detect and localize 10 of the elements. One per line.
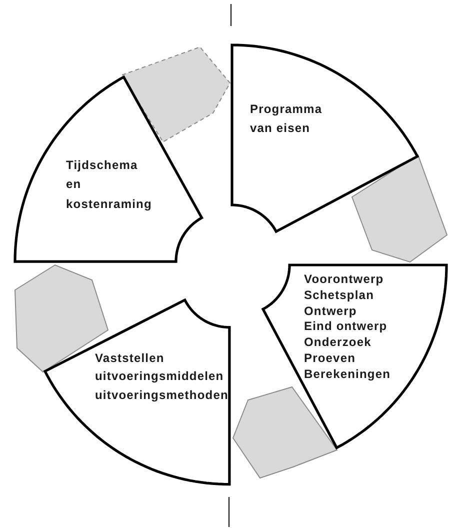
list-item: Berekeningen	[304, 366, 391, 383]
segment-label: Tijdschema en kostenraming	[66, 156, 152, 213]
segment-label: Vaststellen uitvoeringsmiddelen uitvoeringsmethoden	[94, 350, 228, 404]
list-item: Schetsplan	[304, 288, 376, 304]
list-item: Ontwerp	[304, 304, 358, 320]
list-item: Proeven	[304, 350, 357, 367]
list-item: Onderzoek	[304, 335, 372, 351]
list-item: Eind ontwerp	[304, 319, 388, 336]
segment-label: Programma van eisen	[250, 101, 322, 137]
list-item: Voorontwerp	[304, 272, 385, 288]
